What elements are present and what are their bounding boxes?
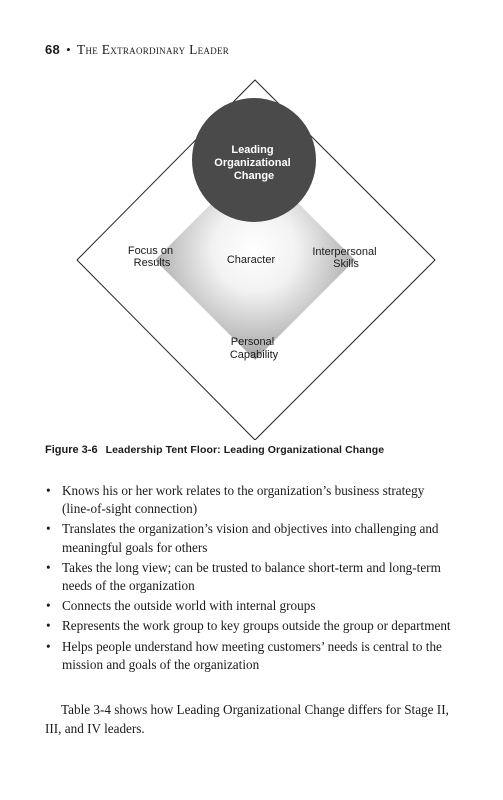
bullet-item: Represents the work group to key groups … xyxy=(46,617,456,635)
outer-diamond xyxy=(76,79,436,440)
label-bottom-line-2: Capability xyxy=(230,349,279,361)
label-focus-on-results: Focus on Results xyxy=(128,245,176,269)
bullet-item: Knows his or her work relates to the org… xyxy=(46,482,456,518)
inner-diamond xyxy=(155,160,355,360)
bullet-item: Connects the outside world with internal… xyxy=(46,597,456,615)
label-left-line-2: Results xyxy=(134,257,171,269)
figure-title: Leadership Tent Floor: Leading Organizat… xyxy=(105,444,385,456)
bullet-item: Takes the long view; can be trusted to b… xyxy=(46,559,456,595)
book-title: The Extraordinary Leader xyxy=(76,42,230,57)
label-center-line-1: Character xyxy=(227,254,276,266)
label-right-line-2: Skills xyxy=(333,258,359,270)
leadership-tent-figure: Leading Organizational Change Focus on R… xyxy=(76,79,436,440)
body-paragraph: Table 3-4 shows how Leading Organization… xyxy=(45,702,449,736)
label-left-line-1: Focus on xyxy=(128,245,173,257)
bullet-item: Translates the organization’s vision and… xyxy=(46,520,456,556)
behavior-bullet-list: Knows his or her work relates to the org… xyxy=(46,482,456,676)
label-leading-organizational-change: Leading Organizational Change xyxy=(214,144,293,182)
running-header: 68 • The Extraordinary Leader xyxy=(45,42,229,58)
label-bottom-line-1: Personal xyxy=(231,336,274,348)
bullet-item: Helps people understand how meeting cust… xyxy=(46,638,456,674)
label-right-line-1: Interpersonal xyxy=(312,246,376,258)
label-top-line-1: Leading xyxy=(231,144,273,156)
label-interpersonal-skills: Interpersonal Skills xyxy=(312,246,379,270)
label-top-line-3: Change xyxy=(234,170,274,182)
label-personal-capability: Personal Capability xyxy=(230,336,279,361)
header-separator: • xyxy=(66,42,71,57)
figure-caption: Figure 3-6 Leadership Tent Floor: Leading… xyxy=(45,444,384,456)
leading-organizational-change-circle xyxy=(192,98,316,222)
figure-number: Figure 3-6 xyxy=(45,444,98,456)
label-character: Character xyxy=(227,254,276,266)
label-top-line-2: Organizational xyxy=(214,157,290,169)
page-number: 68 xyxy=(45,42,61,57)
